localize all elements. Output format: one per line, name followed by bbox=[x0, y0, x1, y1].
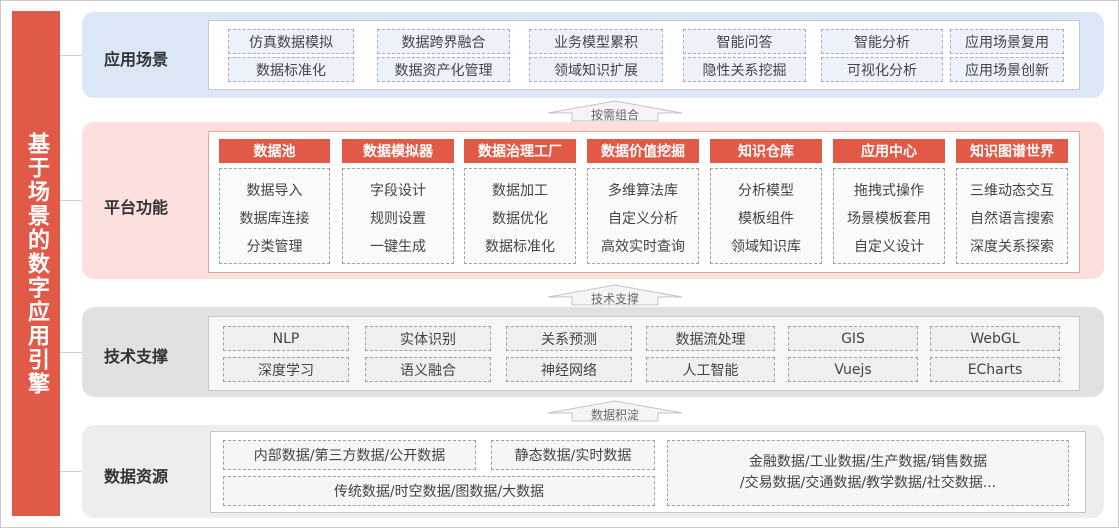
layer-technical-support: 技术支撑 NLP 实体识别 关系预测 数据流处理 GIS WebGL 深度学习 … bbox=[82, 307, 1104, 397]
tech-chip: WebGL bbox=[930, 326, 1060, 351]
connector-line bbox=[60, 200, 82, 201]
column-box: 字段设计 规则设置 一键生成 bbox=[342, 168, 454, 264]
vertical-title-bar: 基于场景的数字应用引擎 bbox=[12, 11, 60, 516]
scenario-chip: 数据资产化管理 bbox=[377, 57, 510, 82]
tech-chip: 深度学习 bbox=[223, 357, 349, 382]
flow-arrow-up: 数据积淀 bbox=[540, 400, 690, 422]
column-item: 分析模型 bbox=[738, 183, 794, 199]
arrow-up-icon bbox=[547, 400, 683, 422]
scenario-chip: 应用场景复用 bbox=[950, 29, 1064, 54]
column-item: 数据优化 bbox=[492, 211, 548, 227]
arrow-label: 技术支撑 bbox=[590, 292, 639, 306]
layer-platform-functions: 平台功能 数据池 数据导入 数据库连接 分类管理 数据模拟器 字段设计 规则设置… bbox=[82, 122, 1104, 279]
tech-chip: NLP bbox=[223, 326, 349, 351]
scenario-chip: 智能分析 bbox=[821, 29, 943, 54]
column-item: 模板组件 bbox=[738, 211, 794, 227]
layer-inner-panel: 数据池 数据导入 数据库连接 分类管理 数据模拟器 字段设计 规则设置 一键生成… bbox=[208, 131, 1080, 273]
tech-chip: 人工智能 bbox=[646, 357, 775, 382]
column-title: 知识仓库 bbox=[710, 139, 822, 163]
tech-chip: 关系预测 bbox=[506, 326, 632, 351]
data-chip-wide: 金融数据/工业数据/生产数据/销售数据 /交易数据/交通数据/教学数据/社交数据… bbox=[667, 440, 1069, 506]
tech-chip: 语义融合 bbox=[365, 357, 491, 382]
column-title: 知识图谱世界 bbox=[956, 139, 1068, 163]
flow-arrow-up: 按需组合 bbox=[540, 100, 690, 122]
scenario-chip: 隐性关系挖掘 bbox=[683, 57, 806, 82]
scenario-chip: 业务模型累积 bbox=[529, 29, 663, 54]
column-title: 数据池 bbox=[219, 139, 330, 163]
column-item: 自然语言搜索 bbox=[970, 211, 1054, 227]
layer-data-resources: 数据资源 内部数据/第三方数据/公开数据 静态数据/实时数据 传统数据/时空数据… bbox=[82, 425, 1104, 518]
layer-label: 应用场景 bbox=[104, 50, 169, 69]
column-item: 数据加工 bbox=[492, 183, 548, 199]
column-box: 数据加工 数据优化 数据标准化 bbox=[464, 168, 576, 264]
column-item: 高效实时查询 bbox=[601, 239, 685, 255]
arrow-up-icon bbox=[547, 100, 683, 122]
column-item: 字段设计 bbox=[370, 183, 426, 199]
tech-chip: 神经网络 bbox=[506, 357, 632, 382]
connector-line bbox=[60, 55, 82, 56]
scenario-chip: 可视化分析 bbox=[821, 57, 943, 82]
column-box: 拖拽式操作 场景模板套用 自定义设计 bbox=[833, 168, 945, 264]
column-item: 拖拽式操作 bbox=[854, 183, 924, 199]
layer-inner-panel: 仿真数据模拟 数据跨界融合 业务模型累积 智能问答 智能分析 应用场景复用 数据… bbox=[208, 20, 1080, 90]
column-item: 分类管理 bbox=[246, 239, 303, 255]
column-item: 自定义设计 bbox=[854, 239, 924, 255]
column-title: 数据治理工厂 bbox=[464, 139, 576, 163]
scenario-chip: 数据标准化 bbox=[228, 57, 354, 82]
tech-chip: 实体识别 bbox=[365, 326, 491, 351]
scenario-chip: 数据跨界融合 bbox=[377, 29, 510, 54]
tech-chip: Vuejs bbox=[788, 357, 918, 382]
arrow-label: 数据积淀 bbox=[590, 408, 639, 422]
layer-label: 技术支撑 bbox=[104, 347, 169, 366]
data-chip: 静态数据/实时数据 bbox=[491, 440, 655, 470]
column-item: 数据导入 bbox=[246, 183, 303, 199]
column-title: 数据价值挖掘 bbox=[587, 139, 699, 163]
column-box: 分析模型 模板组件 领域知识库 bbox=[710, 168, 822, 264]
data-chip: 传统数据/时空数据/图数据/大数据 bbox=[223, 476, 655, 506]
layer-application-scenarios: 应用场景 仿真数据模拟 数据跨界融合 业务模型累积 智能问答 智能分析 应用场景… bbox=[82, 12, 1104, 98]
data-chip-line: /交易数据/交通数据/教学数据/社交数据... bbox=[739, 475, 997, 491]
tech-chip: GIS bbox=[788, 326, 918, 351]
layer-label: 平台功能 bbox=[104, 198, 169, 217]
column-item: 多维算法库 bbox=[608, 183, 678, 199]
arrow-label: 按需组合 bbox=[590, 108, 639, 122]
column-item: 规则设置 bbox=[370, 211, 426, 227]
column-item: 数据库连接 bbox=[239, 211, 310, 227]
diagram-title: 基于场景的数字应用引擎 bbox=[24, 131, 49, 396]
connector-line bbox=[60, 471, 82, 472]
scenario-chip: 智能问答 bbox=[683, 29, 806, 54]
column-box: 数据导入 数据库连接 分类管理 bbox=[219, 168, 330, 264]
column-box: 三维动态交互 自然语言搜索 深度关系探索 bbox=[956, 168, 1068, 264]
column-item: 自定义分析 bbox=[608, 211, 678, 227]
arrow-up-icon bbox=[547, 284, 683, 306]
column-title: 应用中心 bbox=[833, 139, 945, 163]
tech-chip: ECharts bbox=[930, 357, 1060, 382]
column-title: 数据模拟器 bbox=[342, 139, 454, 163]
column-box: 多维算法库 自定义分析 高效实时查询 bbox=[587, 168, 699, 264]
scenario-chip: 应用场景创新 bbox=[950, 57, 1064, 82]
column-item: 深度关系探索 bbox=[970, 239, 1054, 255]
column-item: 领域知识库 bbox=[731, 239, 801, 255]
data-chip-line: 金融数据/工业数据/生产数据/销售数据 bbox=[748, 454, 988, 470]
column-item: 数据标准化 bbox=[485, 239, 555, 255]
column-item: 一键生成 bbox=[370, 239, 426, 255]
layer-inner-panel: 内部数据/第三方数据/公开数据 静态数据/实时数据 传统数据/时空数据/图数据/… bbox=[210, 431, 1086, 513]
column-item: 三维动态交互 bbox=[970, 183, 1054, 199]
data-chip: 内部数据/第三方数据/公开数据 bbox=[223, 440, 476, 470]
column-item: 场景模板套用 bbox=[847, 211, 931, 227]
layer-inner-panel: NLP 实体识别 关系预测 数据流处理 GIS WebGL 深度学习 语义融合 … bbox=[208, 316, 1080, 391]
connector-line bbox=[60, 352, 82, 353]
scenario-chip: 领域知识扩展 bbox=[529, 57, 663, 82]
scenario-chip: 仿真数据模拟 bbox=[228, 29, 354, 54]
layer-label: 数据资源 bbox=[104, 467, 169, 486]
flow-arrow-up: 技术支撑 bbox=[540, 284, 690, 306]
tech-chip: 数据流处理 bbox=[646, 326, 775, 351]
